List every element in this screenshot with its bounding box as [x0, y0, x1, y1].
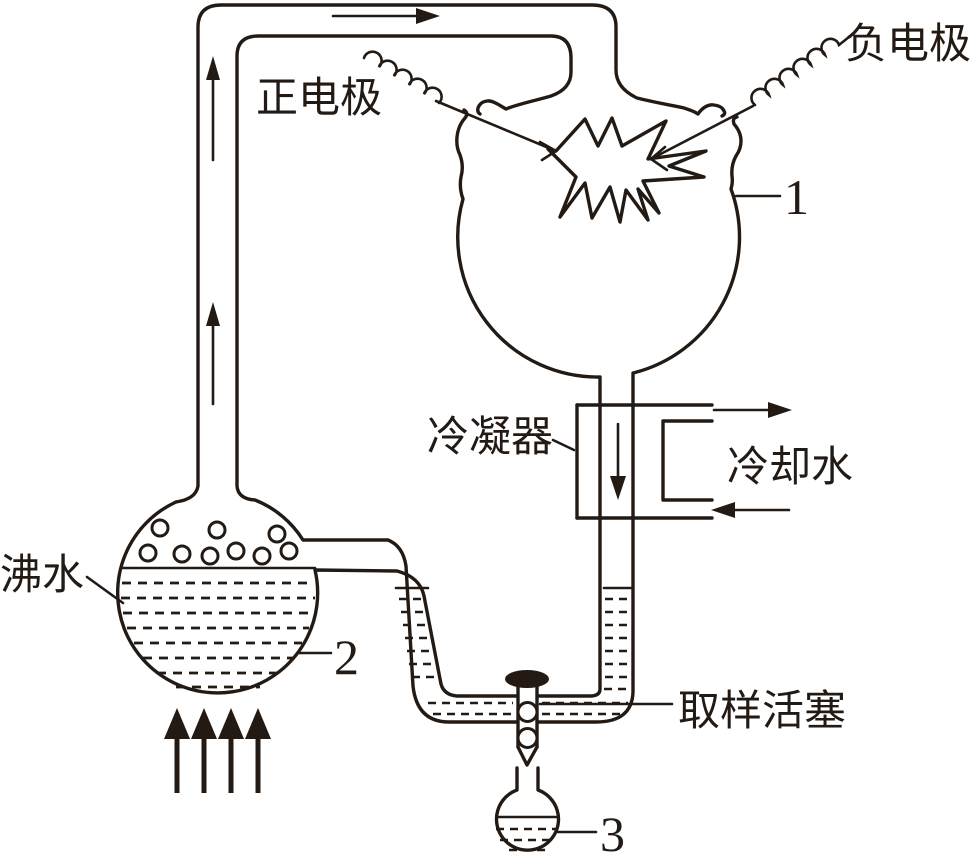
leader-condenser [551, 438, 576, 452]
loop-left-flask-wall [115, 108, 602, 698]
leader-lines [85, 194, 782, 834]
heat-arrow-icon [191, 708, 217, 793]
coil-wire-icon [362, 50, 443, 105]
loop-outer-wall [174, 3, 727, 504]
text-labels: 正电极 负电极 冷凝器 冷却水 沸水 取样活塞 1 2 3 [0, 22, 971, 862]
label-cooling-water: 冷却水 [727, 445, 853, 491]
heat-arrow-icon [218, 708, 244, 793]
label-number-3: 3 [600, 806, 625, 862]
label-negative-electrode: 负电极 [845, 22, 971, 68]
sampling-stopcock [505, 670, 549, 767]
spark-burst-icon [546, 116, 708, 224]
collection-flask-3 [494, 766, 561, 852]
label-boiling-water: 沸水 [0, 553, 84, 599]
cooling-water-out-arrow-icon [712, 402, 792, 418]
leader-boiling-water [85, 575, 125, 605]
right-arm-dashes [604, 597, 629, 691]
boiling-water-dashes [121, 581, 315, 689]
flow-arrow-up-icon [206, 56, 220, 162]
bubble-icon [267, 524, 287, 544]
coil-wire-icon [750, 35, 851, 107]
gas-flow-arrows [206, 8, 626, 500]
positive-electrode-rod [434, 99, 558, 162]
condenser-jacket [575, 402, 792, 520]
bubble-icon [207, 520, 227, 540]
heat-arrow-icon [245, 708, 271, 793]
bubble-icon [138, 543, 158, 563]
stopcock-handle-icon [505, 670, 549, 688]
label-condenser: 冷凝器 [427, 415, 553, 461]
label-sampling-stopcock: 取样活塞 [678, 688, 846, 735]
label-positive-electrode: 正电极 [256, 76, 382, 122]
bubble-icon [150, 518, 170, 538]
label-number-1: 1 [784, 169, 809, 225]
bubble-icon [279, 541, 299, 561]
cooling-water-port-bracket [661, 419, 714, 502]
heat-arrow-icon [164, 708, 190, 793]
bubble-icon [252, 546, 272, 566]
spark-flask-1 [362, 35, 851, 224]
left-arm-dashes [399, 597, 440, 679]
heating-arrows [164, 708, 271, 793]
cooling-water-in-arrow-icon [711, 502, 791, 518]
circulation-loop [115, 3, 743, 724]
flow-arrow-up-icon [206, 302, 220, 406]
stopcock-drip-tip [516, 745, 539, 767]
loop-inner-wall [235, 34, 743, 724]
flow-arrow-down-icon [610, 422, 626, 500]
steam-bubbles [138, 518, 299, 566]
bubble-icon [200, 546, 220, 566]
label-number-2: 2 [334, 629, 359, 685]
flow-arrow-right-icon [331, 8, 440, 24]
bubble-icon [226, 541, 246, 561]
bubble-icon [172, 544, 192, 564]
boiling-flask-2 [119, 518, 317, 689]
negative-electrode-rod [649, 104, 755, 172]
